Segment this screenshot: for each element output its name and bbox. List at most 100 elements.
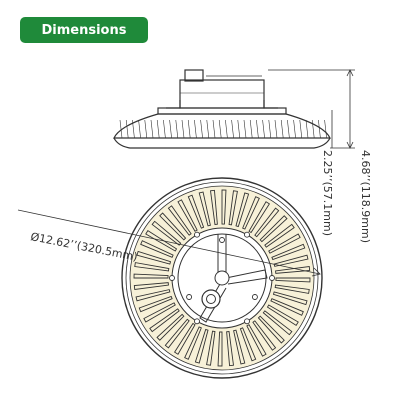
heatsink-fin: [262, 310, 293, 336]
heatsink-fin: [134, 262, 170, 272]
side-view: [113, 69, 331, 149]
heatsink-fin: [246, 324, 267, 357]
heatsink-fin: [167, 205, 192, 236]
screw: [251, 294, 258, 300]
heatsink-fin: [264, 223, 295, 248]
heatsink-fin: [271, 243, 306, 261]
heatsink-fin: [173, 322, 196, 355]
top-connector: [184, 69, 204, 82]
heatsink-fin: [164, 318, 190, 349]
side-fin-line: [299, 119, 303, 139]
screw: [186, 294, 193, 300]
heatsink-fin: [273, 254, 309, 267]
heatsink-fin: [206, 330, 216, 366]
bottom-view: [121, 177, 323, 379]
side-fin-line: [305, 119, 309, 139]
heatsink-fin: [257, 315, 285, 344]
side-fin-line: [324, 119, 327, 139]
side-fin-line: [212, 119, 216, 139]
heatsink-fin: [151, 220, 182, 246]
heatsink-fin: [133, 282, 169, 290]
dimensions-badge-label: Dimensions: [41, 22, 127, 38]
side-fin-line: [119, 119, 123, 139]
side-fin-line: [318, 119, 321, 139]
heatsink-fin: [135, 289, 171, 302]
side-fin-line: [262, 119, 265, 139]
heatsink-fin: [242, 196, 260, 230]
screw: [219, 237, 225, 243]
side-fin-line: [280, 119, 284, 139]
heatsink-fin: [275, 266, 311, 274]
side-fin-line: [194, 119, 197, 139]
side-fin-line: [187, 119, 191, 139]
heatsink-fin: [272, 291, 308, 306]
heatsink-fin: [221, 189, 227, 225]
heatsink-fin: [198, 191, 211, 227]
heatsink-fin: [145, 229, 178, 252]
screw: [194, 318, 200, 325]
heatsink-fin: [259, 215, 288, 243]
side-fin-line: [144, 119, 148, 139]
screw: [169, 275, 175, 281]
heatsink-fin: [233, 329, 246, 365]
side-fin-line: [175, 119, 179, 139]
heatsink-fin: [268, 233, 301, 254]
heatsink-fin: [143, 302, 176, 323]
heatsink-fin: [187, 194, 205, 229]
heatsink-fin: [194, 328, 209, 364]
side-fin-line: [181, 119, 185, 139]
heatsink-fin: [239, 327, 257, 362]
side-fin-line: [237, 119, 241, 139]
side-fin-line: [169, 119, 172, 139]
body-height-label: 2.25’’(57.1mm): [321, 150, 334, 236]
heatsink-fin: [252, 320, 277, 351]
side-fin-line: [243, 119, 247, 139]
heatsink-fins: [133, 189, 311, 367]
heatsink-fin: [138, 295, 173, 313]
side-fin-line: [163, 119, 166, 139]
side-fin-line: [125, 119, 129, 139]
heatsink-fin: [149, 308, 180, 333]
side-fin-line: [132, 119, 135, 139]
lens-rim: [113, 137, 331, 149]
side-fin-line: [218, 119, 222, 139]
side-fin-line: [274, 119, 278, 139]
screw: [244, 318, 250, 325]
heatsink-fin: [156, 313, 185, 341]
screw: [194, 231, 200, 238]
screw: [244, 231, 250, 238]
heatsink-fin: [217, 331, 223, 367]
diameter-dimension-line: [17, 209, 321, 277]
heatsink-fin: [270, 298, 304, 316]
driver-housing: [179, 79, 265, 109]
heatsink-fin: [184, 326, 202, 360]
heatsink-fin: [159, 212, 187, 241]
heatsink-fin: [235, 192, 250, 228]
heatsink-fin: [228, 190, 238, 226]
heatsink-fin: [266, 304, 299, 327]
screw: [269, 275, 275, 281]
side-fin-line: [256, 119, 259, 139]
side-fin-line: [156, 119, 160, 139]
side-fin-line: [138, 119, 141, 139]
heatsink-fin: [136, 250, 172, 265]
side-fin-line: [287, 119, 290, 139]
side-fin-line: [206, 119, 210, 139]
heatsink-fin: [133, 273, 169, 279]
side-fin-line: [225, 119, 228, 139]
side-fin-line: [231, 119, 234, 139]
heatsink-fin: [248, 201, 271, 234]
heatsink-fin: [140, 240, 174, 258]
side-fin-line: [150, 119, 154, 139]
side-fin-line: [311, 119, 315, 139]
dimensions-badge: Dimensions: [20, 17, 148, 43]
height-dimension-lines: [268, 69, 355, 149]
heatsink-fin: [254, 207, 280, 238]
side-fin-line: [249, 119, 253, 139]
total-height-label: 4.68’’(118.9mm): [359, 150, 372, 243]
heatsink-fin: [274, 284, 310, 294]
heatsink-fin: [275, 277, 311, 283]
diameter-label: Ø12.62’’(320.5mm): [29, 230, 138, 263]
heatsink-fin: [210, 189, 218, 225]
